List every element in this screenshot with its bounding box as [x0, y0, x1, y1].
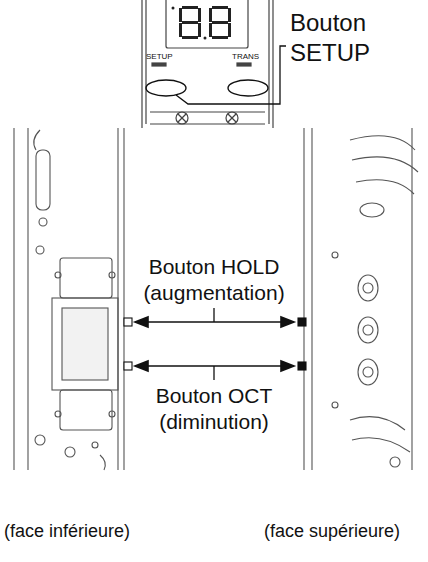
- panel-text: TRANS: [232, 52, 268, 62]
- seven-segment-display: [172, 6, 232, 40]
- part-name: Bouton HOLD (augmentation): [131, 254, 297, 307]
- double-arrows: [135, 308, 294, 380]
- view-caption: (face supérieure): [240, 520, 424, 543]
- panel-text: SETUP: [146, 52, 186, 62]
- lower-face-view: [14, 128, 132, 470]
- part-name: Bouton OCT (diminution): [131, 383, 297, 436]
- control-panel: [142, 0, 273, 128]
- leader-line: [176, 46, 286, 104]
- view-caption: (face inférieure): [4, 520, 174, 543]
- upper-face-view: [298, 128, 418, 470]
- part-name: Bouton SETUP: [290, 8, 412, 68]
